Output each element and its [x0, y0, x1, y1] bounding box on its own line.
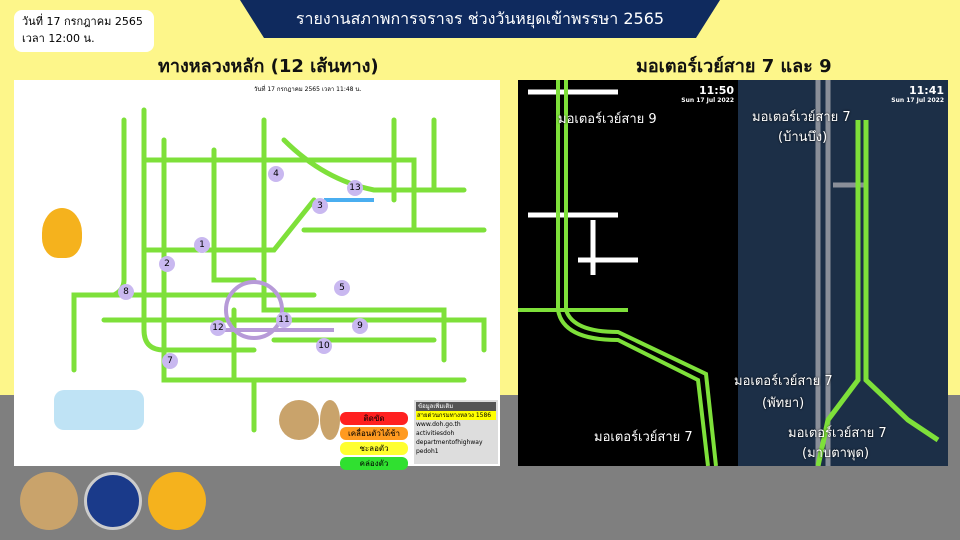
mascot-logo-icon — [148, 472, 206, 530]
m9-time: 11:50 — [698, 84, 734, 97]
hotline: สายด่วนกรมทางหลวง 1586 — [416, 411, 496, 420]
route-number-badge: 13 — [347, 180, 363, 196]
route-number-badge: 9 — [352, 318, 368, 334]
date-box: วันที่ 17 กรกฎาคม 2565 เวลา 12:00 น. — [14, 10, 154, 52]
page-title-banner: รายงานสภาพการจราจร ช่วงวันหยุดเข้าพรรษา … — [240, 0, 720, 38]
route-number-badge: 10 — [316, 338, 332, 354]
right-heading: มอเตอร์เวย์สาย 7 และ 9 — [636, 56, 832, 77]
route-number-badge: 1 — [194, 237, 210, 253]
legend-flowing: คล่องตัว — [340, 457, 408, 470]
route-number-badge: 11 — [276, 312, 292, 328]
police-logo-icon — [84, 472, 142, 530]
m7-pattaya-sub: (พัทยา) — [762, 396, 805, 411]
left-heading: ทางหลวงหลัก (12 เส้นทาง) — [158, 56, 379, 77]
m7-pattaya-label: มอเตอร์เวย์สาย 7 — [734, 374, 833, 389]
route-number-badge: 7 — [162, 353, 178, 369]
info-box: ข้อมูลเพิ่มเติม สายด่วนกรมทางหลวง 1586 w… — [414, 400, 498, 464]
website-link[interactable]: www.doh.go.th — [416, 421, 461, 428]
motorway-7-roads — [815, 80, 940, 467]
legend-congested: ติดขัด — [340, 412, 408, 425]
m9-date: Sun 17 Jul 2022 — [681, 97, 734, 104]
traffic-legend: ติดขัด เคลื่อนตัวได้ช้า ชะลอตัว คล่องตัว — [340, 412, 408, 472]
route-number-badge: 12 — [210, 320, 226, 336]
water-illustration-icon — [54, 390, 144, 430]
ministry-seal-icon — [20, 472, 78, 530]
map-date: วันที่ 17 กรกฎาคม 2565 เวลา 11:48 น. — [254, 86, 362, 93]
m9-label: มอเตอร์เวย์สาย 9 — [558, 112, 657, 127]
mascot-icon — [42, 208, 82, 258]
m7-label-left: มอเตอร์เวย์สาย 7 — [594, 430, 693, 445]
facebook-link[interactable]: activitiesdoh — [416, 430, 455, 437]
m7-banbueng-label: มอเตอร์เวย์สาย 7 — [752, 110, 851, 125]
m7-banbueng-sub: (บ้านบึง) — [778, 130, 828, 145]
route-number-badge: 3 — [312, 198, 328, 214]
route-number-badge: 2 — [159, 256, 175, 272]
m7-maptaphut-label: มอเตอร์เวย์สาย 7 — [788, 426, 887, 441]
twitter-link[interactable]: departmentofhighway — [416, 439, 483, 446]
m7-time: 11:41 — [908, 84, 944, 97]
seal-icon — [320, 400, 340, 440]
m7-date: Sun 17 Jul 2022 — [891, 97, 944, 104]
info-title: ข้อมูลเพิ่มเติม — [416, 402, 496, 411]
motorway-9-roads — [518, 80, 718, 467]
report-time: เวลา 12:00 น. — [22, 32, 95, 45]
report-date: วันที่ 17 กรกฎาคม 2565 — [22, 15, 143, 28]
route-number-badge: 5 — [334, 280, 350, 296]
road-network — [71, 107, 487, 433]
route-number-badge: 4 — [268, 166, 284, 182]
seal-icon — [279, 400, 319, 440]
legend-slowing: ชะลอตัว — [340, 442, 408, 455]
route-number-badge: 8 — [118, 284, 134, 300]
page-title: รายงานสภาพการจราจร ช่วงวันหยุดเข้าพรรษา … — [295, 8, 665, 28]
m7-maptaphut-sub: (มาบตาพุด) — [802, 446, 870, 461]
legend-slow: เคลื่อนตัวได้ช้า — [340, 427, 408, 440]
line-link[interactable]: pedoh1 — [416, 448, 439, 455]
